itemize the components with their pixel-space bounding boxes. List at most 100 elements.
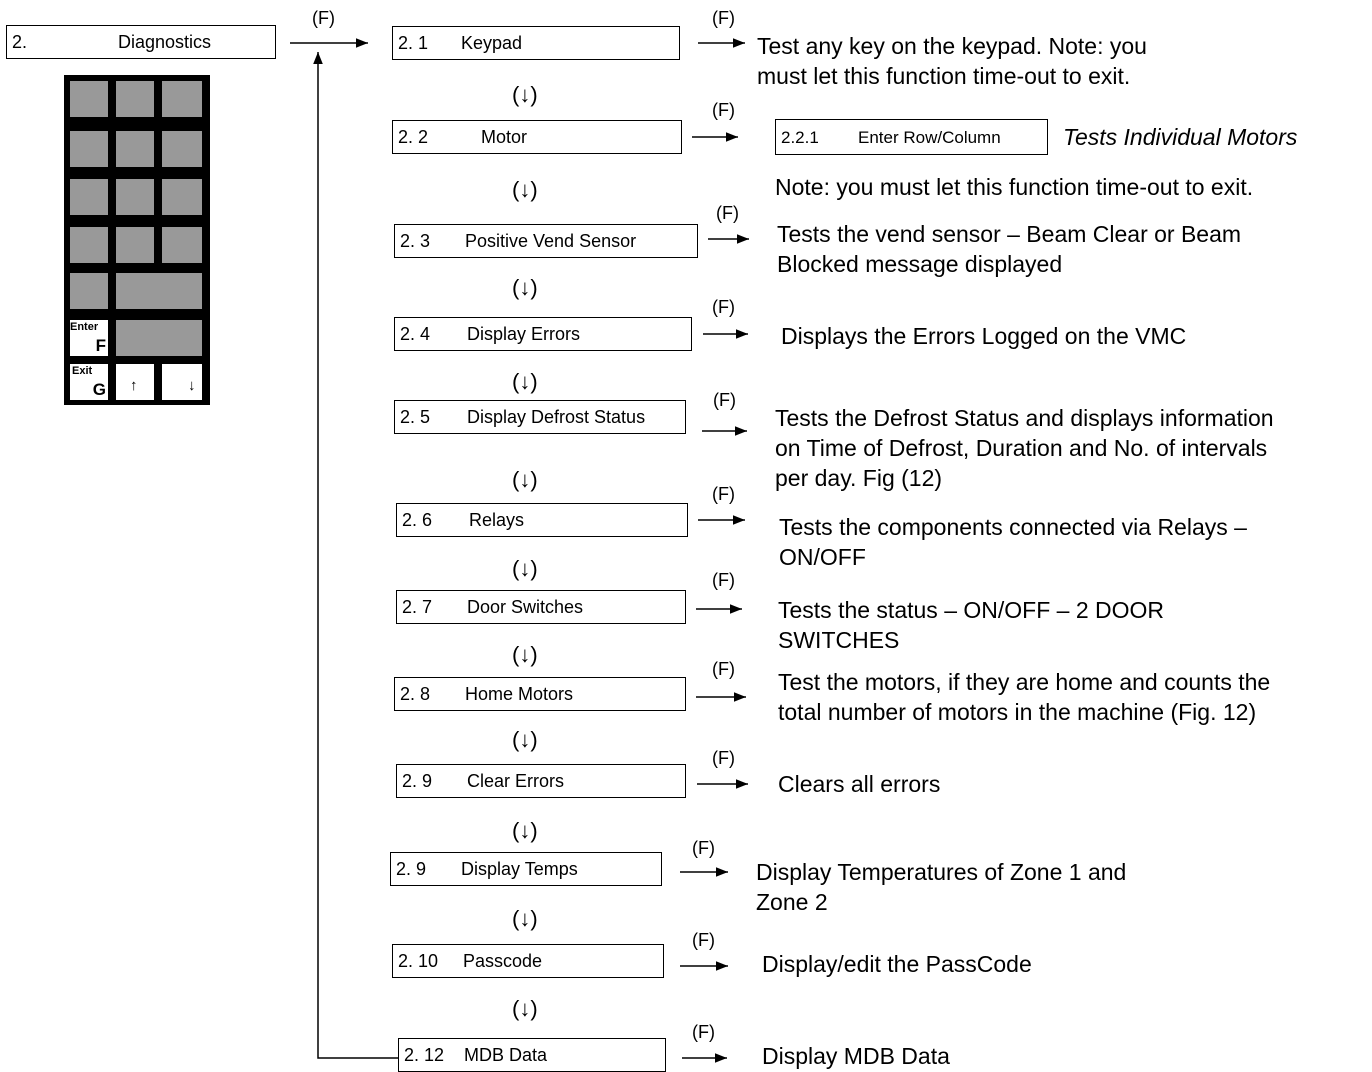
menu-item-number: 2. 2: [398, 127, 429, 147]
description-line: Display Temperatures of Zone 1 and: [756, 859, 1127, 885]
menu-item-box[interactable]: 2. 12 MDB Data: [398, 1038, 666, 1072]
sub-menu-label: Enter Row/Column: [858, 127, 1001, 147]
description-line: Test any key on the keypad. Note: you: [757, 33, 1147, 59]
up-arrow-key: ↑: [116, 364, 154, 400]
menu-item-label: Door Switches: [467, 597, 584, 617]
description-line: Tests the components connected via Relay…: [779, 514, 1247, 540]
menu-item-box[interactable]: 2. 9 Display Temps: [390, 852, 662, 886]
menu-item-description: Tests the Defrost Status and displays in…: [775, 403, 1274, 493]
keypad-key: [116, 227, 154, 263]
menu-item-label: Positive Vend Sensor: [465, 231, 637, 251]
menu-item-box[interactable]: 2. 3 Positive Vend Sensor: [394, 224, 698, 258]
sub-menu-description: Tests Individual Motors: [1063, 124, 1298, 150]
next-item-indicator: (↓): [512, 556, 538, 581]
enter-key-letter: F: [95, 336, 106, 355]
keypad-key: [70, 273, 108, 309]
menu-item-label: Clear Errors: [467, 771, 565, 791]
menu-item-number: 2. 3: [400, 231, 431, 251]
description-line: per day. Fig (12): [775, 465, 943, 491]
menu-item-box[interactable]: 2. 7 Door Switches: [396, 590, 686, 624]
menu-item-box[interactable]: 2. 10 Passcode: [392, 944, 664, 978]
menu-item-label: Display Temps: [461, 859, 578, 879]
menu-item-box[interactable]: 2. 5 Display Defrost Status: [394, 400, 686, 434]
next-item-indicator: (↓): [512, 82, 538, 107]
next-item-indicator: (↓): [512, 467, 538, 492]
diagnostics-number: 2.: [12, 32, 28, 52]
return-loop-line: [313, 52, 398, 1059]
menu-item-label: Relays: [469, 510, 525, 530]
menu-item-description: Tests the vend sensor – Beam Clear or Be…: [777, 219, 1241, 279]
description-line: Tests the vend sensor – Beam Clear or Be…: [777, 221, 1242, 247]
next-item-indicator: (↓): [512, 642, 538, 667]
menu-item-number: 2. 1: [398, 33, 429, 53]
menu-item-box[interactable]: 2. 1 Keypad: [392, 26, 680, 60]
menu-item-box[interactable]: 2. 2 Motor: [392, 120, 682, 154]
function-arrow-label: (F): [712, 570, 735, 590]
next-item-indicator: (↓): [512, 275, 538, 300]
diagnostics-menu-box[interactable]: 2. Diagnostics: [6, 25, 276, 59]
description-line: Clears all errors: [778, 771, 941, 797]
menu-item-description: Display MDB Data: [762, 1041, 950, 1071]
function-arrow-label: (F): [692, 1022, 715, 1042]
function-arrow-label: (F): [716, 203, 739, 223]
menu-item-number: 2. 7: [402, 597, 433, 617]
keypad-key: [162, 227, 202, 263]
keypad-key: [70, 227, 108, 263]
menu-item-label: Passcode: [463, 951, 543, 971]
keypad-key: [162, 131, 202, 167]
menu-item-number: 2. 5: [400, 407, 431, 427]
next-item-indicator: (↓): [512, 177, 538, 202]
description-line: must let this function time-out to exit.: [757, 63, 1131, 89]
next-item-indicator: (↓): [512, 727, 538, 752]
menu-item-label: MDB Data: [464, 1045, 548, 1065]
description-line: Display/edit the PassCode: [762, 951, 1032, 977]
description-line: Zone 2: [756, 889, 828, 915]
menu-item-description: Displays the Errors Logged on the VMC: [781, 321, 1186, 351]
description-line: total number of motors in the machine (F…: [778, 699, 1257, 725]
description-line: Displays the Errors Logged on the VMC: [781, 323, 1187, 349]
menu-item-description: Clears all errors: [778, 769, 940, 799]
diagnostics-arrow-label: (F): [312, 8, 335, 28]
menu-item-number: 2. 9: [396, 859, 427, 879]
menu-item-number: 2. 12: [404, 1045, 445, 1065]
keypad-key: [116, 131, 154, 167]
menu-item-description: Test the motors, if they are home and co…: [778, 667, 1270, 727]
up-arrow-icon: ↑: [130, 377, 138, 394]
next-item-indicator: (↓): [512, 818, 538, 843]
description-line: ON/OFF: [779, 544, 866, 570]
menu-item-description: Tests the components connected via Relay…: [779, 512, 1247, 572]
menu-item-number: 2. 8: [400, 684, 431, 704]
keypad-key: [116, 81, 154, 117]
function-arrow-label: (F): [712, 659, 735, 679]
function-arrow-label: (F): [712, 100, 735, 120]
menu-item-number: 2. 10: [398, 951, 439, 971]
menu-item-label: Motor: [481, 127, 528, 147]
function-arrow-label: (F): [713, 390, 736, 410]
menu-item-description: Test any key on the keypad. Note: you mus…: [757, 31, 1147, 91]
menu-item-description: Note: you must let this function time-ou…: [775, 172, 1253, 202]
menu-item-label: Home Motors: [465, 684, 574, 704]
description-line: Blocked message displayed: [777, 251, 1063, 277]
exit-key-letter: G: [92, 380, 106, 399]
function-arrow-label: (F): [712, 297, 735, 317]
menu-item-label: Keypad: [461, 33, 523, 53]
description-line: SWITCHES: [778, 627, 900, 653]
description-line: Display MDB Data: [762, 1043, 950, 1069]
description-line: on Time of Defrost, Duration and No. of …: [775, 435, 1268, 461]
keypad-wide-key: [116, 273, 202, 309]
menu-item-description: Display/edit the PassCode: [762, 949, 1032, 979]
description-line: Note: you must let this function time-ou…: [775, 174, 1254, 200]
down-arrow-icon: ↓: [188, 377, 196, 394]
description-line: Tests the Defrost Status and displays in…: [775, 405, 1274, 431]
function-arrow-label: (F): [692, 930, 715, 950]
keypad-key: [162, 179, 202, 215]
keypad-graphic: Enter F Exit G ↑ ↓: [64, 75, 210, 405]
menu-item-box[interactable]: 2. 8 Home Motors: [394, 677, 686, 711]
menu-item-label: Display Defrost Status: [467, 407, 646, 427]
